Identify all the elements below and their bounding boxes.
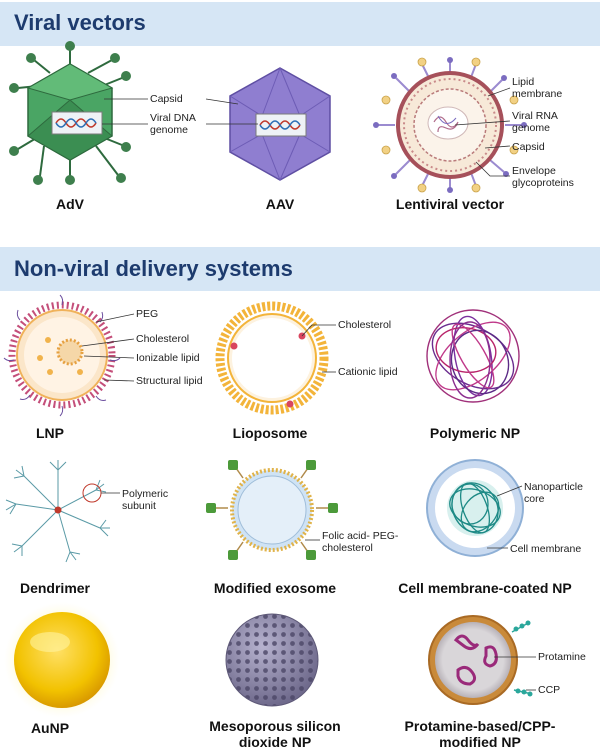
liposome-particle [215,301,329,415]
caption-dendrimer: Dendrimer [19,580,91,596]
label-cholesterol: Cholesterol [136,333,190,345]
label-protamine: Protamine [538,651,586,663]
label-nanoparticle-core-2: core [524,493,545,505]
label-ionizable-lipid: Ionizable lipid [136,352,200,364]
caption-adv: AdV [56,196,84,212]
label-capsid: Capsid [150,93,183,105]
label-cationic-lipid: Cationic lipid [338,366,398,378]
nonviral-banner [0,247,600,291]
label-lipo-cholesterol: Cholesterol [338,319,392,331]
label-peg: PEG [136,308,159,320]
caption-cell-membrane-np: Cell membrane-coated NP [398,580,572,596]
lnp-particle [3,294,121,417]
caption-protamine-line1: Protamine-based/CPP- [404,718,556,734]
label-viral-dna-1: Viral DNA [150,112,196,124]
caption-polymeric-np: Polymeric NP [429,425,521,441]
label-polymeric-subunit-2: subunit [122,500,156,512]
label-folic-acid-1: Folic acid- PEG- [322,530,399,542]
caption-aunp: AuNP [30,720,70,736]
lentiviral-vector [373,57,527,193]
label-lenti-capsid: Capsid [512,141,545,153]
viral-vectors-title: Viral vectors [14,10,146,35]
label-lipid-membrane-1: Lipid [512,76,535,88]
mesoporous-silica-np [225,613,319,707]
label-envelope-2: glycoproteins [512,177,574,189]
label-structural-lipid: Structural lipid [136,375,203,387]
label-folic-acid-2: cholesterol [322,542,373,554]
polymeric-np [426,309,520,403]
nonviral-title: Non-viral delivery systems [14,256,293,281]
modified-exosome [206,460,338,560]
label-cell-membrane: Cell membrane [510,543,582,555]
label-envelope-1: Envelope [512,165,556,177]
caption-mesoporous-line1: Mesoporous silicon [209,718,341,734]
adv-virus [9,41,131,185]
caption-lnp: LNP [36,425,64,441]
label-viral-dna-2: genome [150,124,188,136]
protamine-np [428,615,533,705]
dendrimer-structure [5,460,110,563]
caption-lentiviral: Lentiviral vector [395,196,505,212]
label-viral-rna-2: genome [512,122,550,134]
caption-aav: AAV [265,196,295,212]
gold-nanoparticle [4,602,120,718]
label-polymeric-subunit-1: Polymeric [122,488,169,500]
caption-protamine-line2: modified NP [439,734,521,750]
label-nanoparticle-core-1: Nanoparticle [524,481,583,493]
cell-membrane-coated-np [426,459,524,557]
label-ccp: CCP [538,684,561,696]
caption-modified-exosome: Modified exosome [213,580,337,596]
label-viral-rna-1: Viral RNA [512,110,558,122]
aav-virus [229,67,331,181]
label-lipid-membrane-2: membrane [512,88,563,100]
caption-mesoporous-line2: dioxide NP [238,734,312,750]
caption-liposome: Lioposome [232,425,308,441]
viral-vectors-banner [0,2,600,46]
